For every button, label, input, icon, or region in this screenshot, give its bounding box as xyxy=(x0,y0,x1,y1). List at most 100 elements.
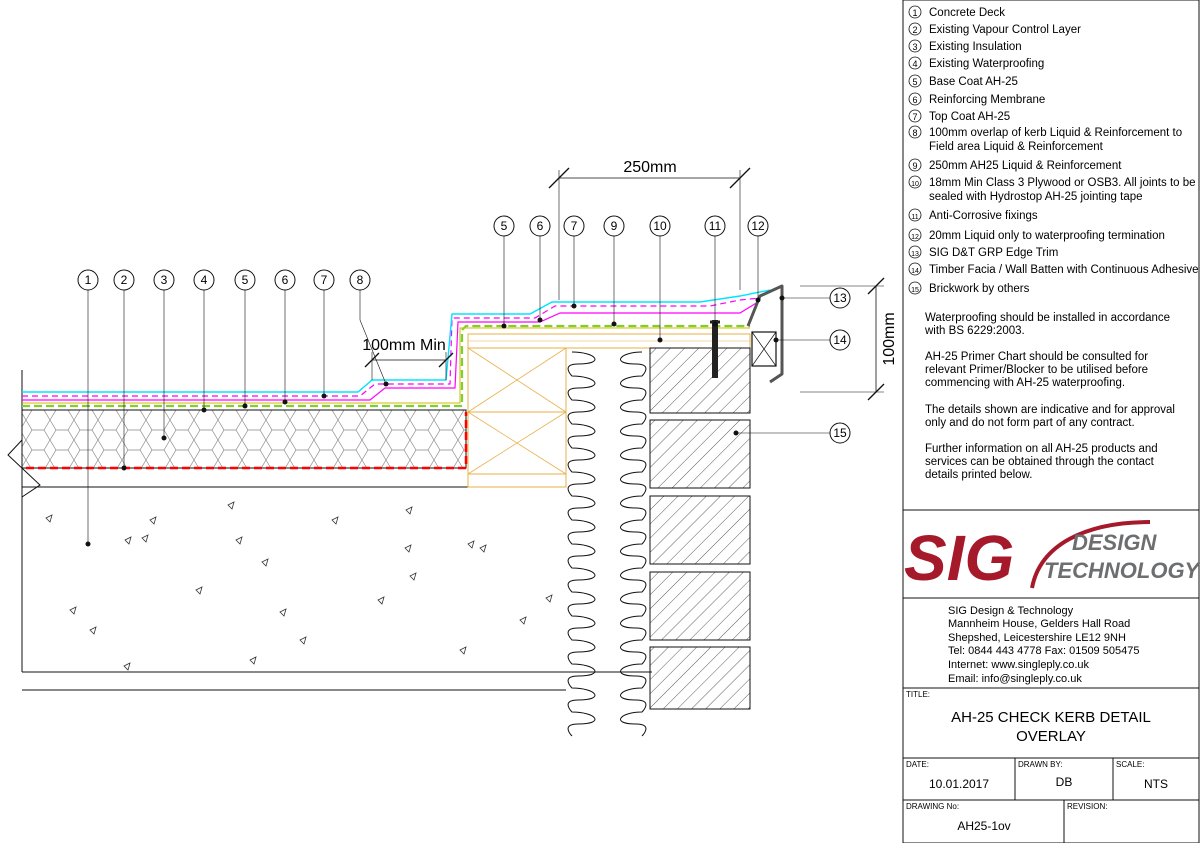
aggregate-mark xyxy=(235,536,243,545)
svg-text:12: 12 xyxy=(751,219,765,233)
svg-text:TITLE:: TITLE: xyxy=(906,690,930,699)
note-1-line: Waterproofing should be installed in acc… xyxy=(925,312,1170,324)
svg-text:250mm AH25 Liquid & Reinforcem: 250mm AH25 Liquid & Reinforcement xyxy=(929,160,1122,172)
aggregate-mark xyxy=(89,626,97,635)
callout-10: 10 xyxy=(649,215,671,343)
svg-text:Existing Vapour Control Layer: Existing Vapour Control Layer xyxy=(929,24,1081,36)
svg-text:Tel: 0844 443 4778 Fax: 01509: Tel: 0844 443 4778 Fax: 01509 505475 xyxy=(948,645,1139,657)
svg-text:Mannheim House, Gelders Hall R: Mannheim House, Gelders Hall Road xyxy=(948,618,1130,630)
aggregate-mark xyxy=(545,594,553,603)
aggregate-mark xyxy=(299,636,307,645)
aggregate-mark xyxy=(124,536,132,545)
svg-text:4: 4 xyxy=(201,273,208,287)
legend-item-7: 7 Top Coat AH-25 xyxy=(908,109,1010,123)
aggregate-mark xyxy=(377,596,385,605)
svg-text:9: 9 xyxy=(912,161,917,171)
aggregate-mark xyxy=(279,608,287,617)
aggregate-mark xyxy=(249,656,257,665)
svg-text:6: 6 xyxy=(282,273,289,287)
note-4-line: Further information on all AH-25 product… xyxy=(925,443,1158,455)
sig-logo: SIG DESIGN TECHNOLOGY xyxy=(904,520,1200,594)
dim-250mm-label: 250mm xyxy=(623,159,676,176)
aggregate-mark xyxy=(405,506,413,515)
legend-item-11: 11 Anti-Corrosive fixings xyxy=(908,208,1038,222)
aggregate-mark xyxy=(409,572,417,581)
aggregate-mark xyxy=(331,516,339,525)
svg-text:3: 3 xyxy=(161,273,168,287)
dimension-250mm: 250mm xyxy=(548,159,751,300)
svg-text:Top Coat AH-25: Top Coat AH-25 xyxy=(929,111,1010,123)
callout-12: 12 xyxy=(747,215,769,303)
logo-brand: SIG xyxy=(904,522,1014,594)
svg-text:Internet: www.singleply.co.uk: Internet: www.singleply.co.uk xyxy=(948,659,1090,671)
svg-text:Email: info@singleply.co.uk: Email: info@singleply.co.uk xyxy=(948,673,1082,685)
note-3-line: only and do not form part of any contrac… xyxy=(925,417,1135,429)
svg-text:1: 1 xyxy=(85,273,92,287)
callout-7a: 7 xyxy=(313,269,335,399)
general-notes: Waterproofing should be installed in acc… xyxy=(924,312,1175,481)
svg-text:20mm Liquid only to waterproof: 20mm Liquid only to waterproofing termin… xyxy=(929,230,1165,242)
callout-1: 1 xyxy=(77,269,99,547)
callout-markers: 1 2 3 4 5 6 7 8 5 6 7 9 10 11 12 13 14 1… xyxy=(77,215,851,547)
dim-100mm-min-label: 100mm Min xyxy=(362,337,446,354)
svg-text:DRAWING No:: DRAWING No: xyxy=(906,802,959,811)
svg-text:14: 14 xyxy=(911,268,919,275)
aggregate-mark xyxy=(261,558,269,567)
callout-6a: 6 xyxy=(274,269,296,405)
logo-line2: TECHNOLOGY xyxy=(1044,558,1200,583)
svg-text:3: 3 xyxy=(912,42,917,52)
svg-text:6: 6 xyxy=(912,95,917,105)
callout-15: 15 xyxy=(733,422,851,444)
svg-text:SIG D&T GRP Edge Trim: SIG D&T GRP Edge Trim xyxy=(929,247,1058,259)
svg-text:1: 1 xyxy=(912,8,917,18)
waterproofing-layers xyxy=(22,289,771,470)
svg-text:SCALE:: SCALE: xyxy=(1116,760,1144,769)
callout-2: 2 xyxy=(113,269,135,471)
aggregate-mark xyxy=(479,544,487,553)
callout-6b: 6 xyxy=(529,215,551,323)
svg-text:10: 10 xyxy=(911,181,919,188)
timber-kerb xyxy=(467,333,751,488)
svg-text:Existing Waterproofing: Existing Waterproofing xyxy=(929,58,1044,70)
svg-text:2: 2 xyxy=(121,273,128,287)
svg-text:7: 7 xyxy=(912,112,917,122)
note-2-line: relevant Primer/Blocker to be utilised b… xyxy=(925,364,1148,376)
svg-text:5: 5 xyxy=(242,273,249,287)
callout-5a: 5 xyxy=(234,269,256,409)
date-value: 10.01.2017 xyxy=(929,777,989,791)
svg-text:Timber Facia / Wall Batten wit: Timber Facia / Wall Batten with Continuo… xyxy=(929,264,1200,276)
svg-text:11: 11 xyxy=(911,214,918,221)
aggregate-mark xyxy=(69,606,77,615)
svg-text:Shepshed, Leicestershire LE12: Shepshed, Leicestershire LE12 9NH xyxy=(948,632,1126,644)
svg-text:13: 13 xyxy=(911,251,919,258)
callout-5b: 5 xyxy=(493,215,515,329)
note-4-line: services can be obtained through the con… xyxy=(925,456,1155,468)
svg-text:100mm overlap of kerb Liquid &: 100mm overlap of kerb Liquid & Reinforce… xyxy=(929,127,1182,139)
aggregate-mark xyxy=(467,540,475,549)
legend-item-13: 13 SIG D&T GRP Edge Trim xyxy=(908,245,1058,259)
svg-text:Anti-Corrosive fixings: Anti-Corrosive fixings xyxy=(929,210,1038,222)
legend-item-12: 12 20mm Liquid only to waterproofing term… xyxy=(908,228,1165,242)
note-2-line: AH-25 Primer Chart should be consulted f… xyxy=(925,351,1148,363)
svg-text:5: 5 xyxy=(912,77,917,87)
note-3-line: The details shown are indicative and for… xyxy=(925,404,1175,416)
callout-3: 3 xyxy=(153,269,175,441)
drawn-by-value: DB xyxy=(1056,775,1073,789)
svg-text:DRAWN BY:: DRAWN BY: xyxy=(1018,760,1063,769)
aggregate-mark xyxy=(227,501,235,510)
side-panel-frame xyxy=(902,0,1200,843)
svg-text:13: 13 xyxy=(833,291,847,305)
note-2-line: commencing with AH-25 waterproofing. xyxy=(925,377,1125,389)
svg-text:15: 15 xyxy=(833,426,847,440)
svg-text:12: 12 xyxy=(911,234,919,241)
svg-text:SIG Design & Technology: SIG Design & Technology xyxy=(948,605,1074,617)
aggregate-mark xyxy=(404,544,412,553)
